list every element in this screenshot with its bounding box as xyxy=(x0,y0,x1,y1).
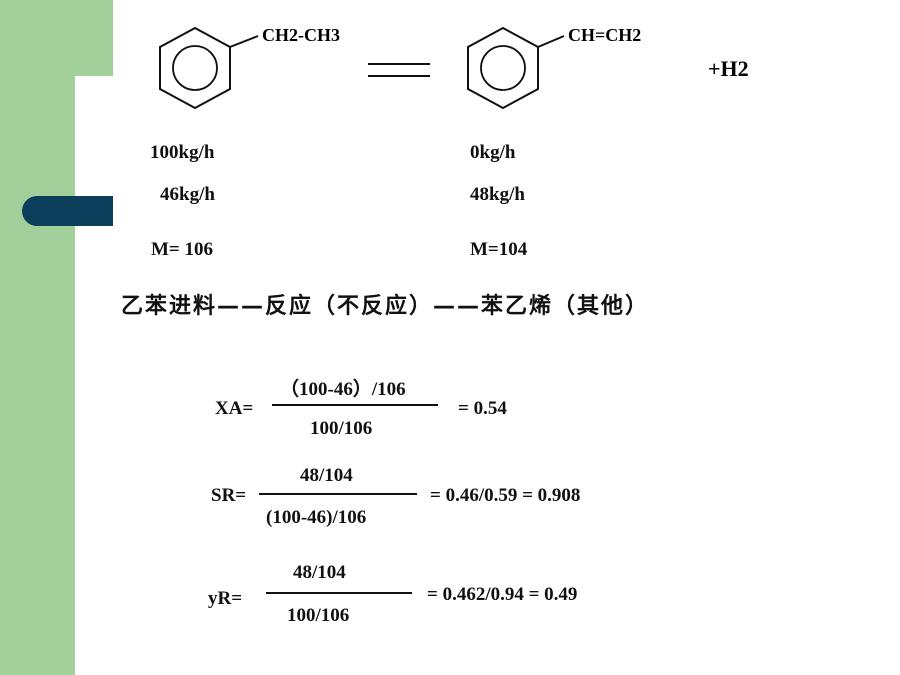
reaction-scheme: CH2-CH3 CH=CH2 +H2 xyxy=(159,26,749,110)
styrene-structure: CH=CH2 xyxy=(467,26,641,110)
sr-numerator: 48/104 xyxy=(300,465,353,486)
equilibrium-sign xyxy=(368,63,430,77)
vinyl-group-label: CH=CH2 xyxy=(568,26,641,45)
sr-denominator: (100-46)/106 xyxy=(266,507,367,528)
reactant-molar-mass: M= 106 xyxy=(151,239,214,260)
top-green-block xyxy=(75,0,113,76)
hydrogen-byproduct: +H2 xyxy=(708,56,749,81)
xa-result: = 0.54 xyxy=(458,398,507,419)
sr-result: = 0.46/0.59 = 0.908 xyxy=(430,485,581,506)
yr-label: yR= xyxy=(208,588,243,609)
benzene-ring-2 xyxy=(467,26,539,110)
yr-denominator: 100/106 xyxy=(287,605,350,626)
aromatic-circle-2 xyxy=(480,45,526,91)
product-outlet-rate: 48kg/h xyxy=(470,184,525,205)
yr-result: = 0.462/0.94 = 0.49 xyxy=(427,584,578,605)
benzene-ring-1 xyxy=(159,26,231,110)
left-green-band xyxy=(0,0,75,675)
xa-label: XA= xyxy=(215,398,254,419)
ethyl-group-label: CH2-CH3 xyxy=(262,26,340,45)
product-feed-rate: 0kg/h xyxy=(470,142,516,163)
product-molar-mass: M=104 xyxy=(470,239,528,260)
xa-denominator: 100/106 xyxy=(310,418,373,439)
reactant-outlet-rate: 46kg/h xyxy=(160,184,215,205)
process-description: 乙苯进料——反应（不反应）——苯乙烯（其他） xyxy=(121,294,650,319)
yr-numerator: 48/104 xyxy=(293,562,346,583)
bond-line-2 xyxy=(537,35,565,48)
aromatic-circle-1 xyxy=(172,45,218,91)
xa-fraction-bar xyxy=(272,404,438,406)
xa-numerator: （100-46）/106 xyxy=(280,379,406,400)
sr-label: SR= xyxy=(211,485,247,506)
reactant-feed-rate: 100kg/h xyxy=(150,142,215,163)
slide-bullet-bar xyxy=(22,196,113,226)
ethylbenzene-structure: CH2-CH3 xyxy=(159,26,340,110)
sr-fraction-bar xyxy=(259,493,417,495)
yr-fraction-bar xyxy=(266,592,412,594)
rounded-content-corner xyxy=(75,76,135,136)
bond-line-1 xyxy=(229,35,259,48)
